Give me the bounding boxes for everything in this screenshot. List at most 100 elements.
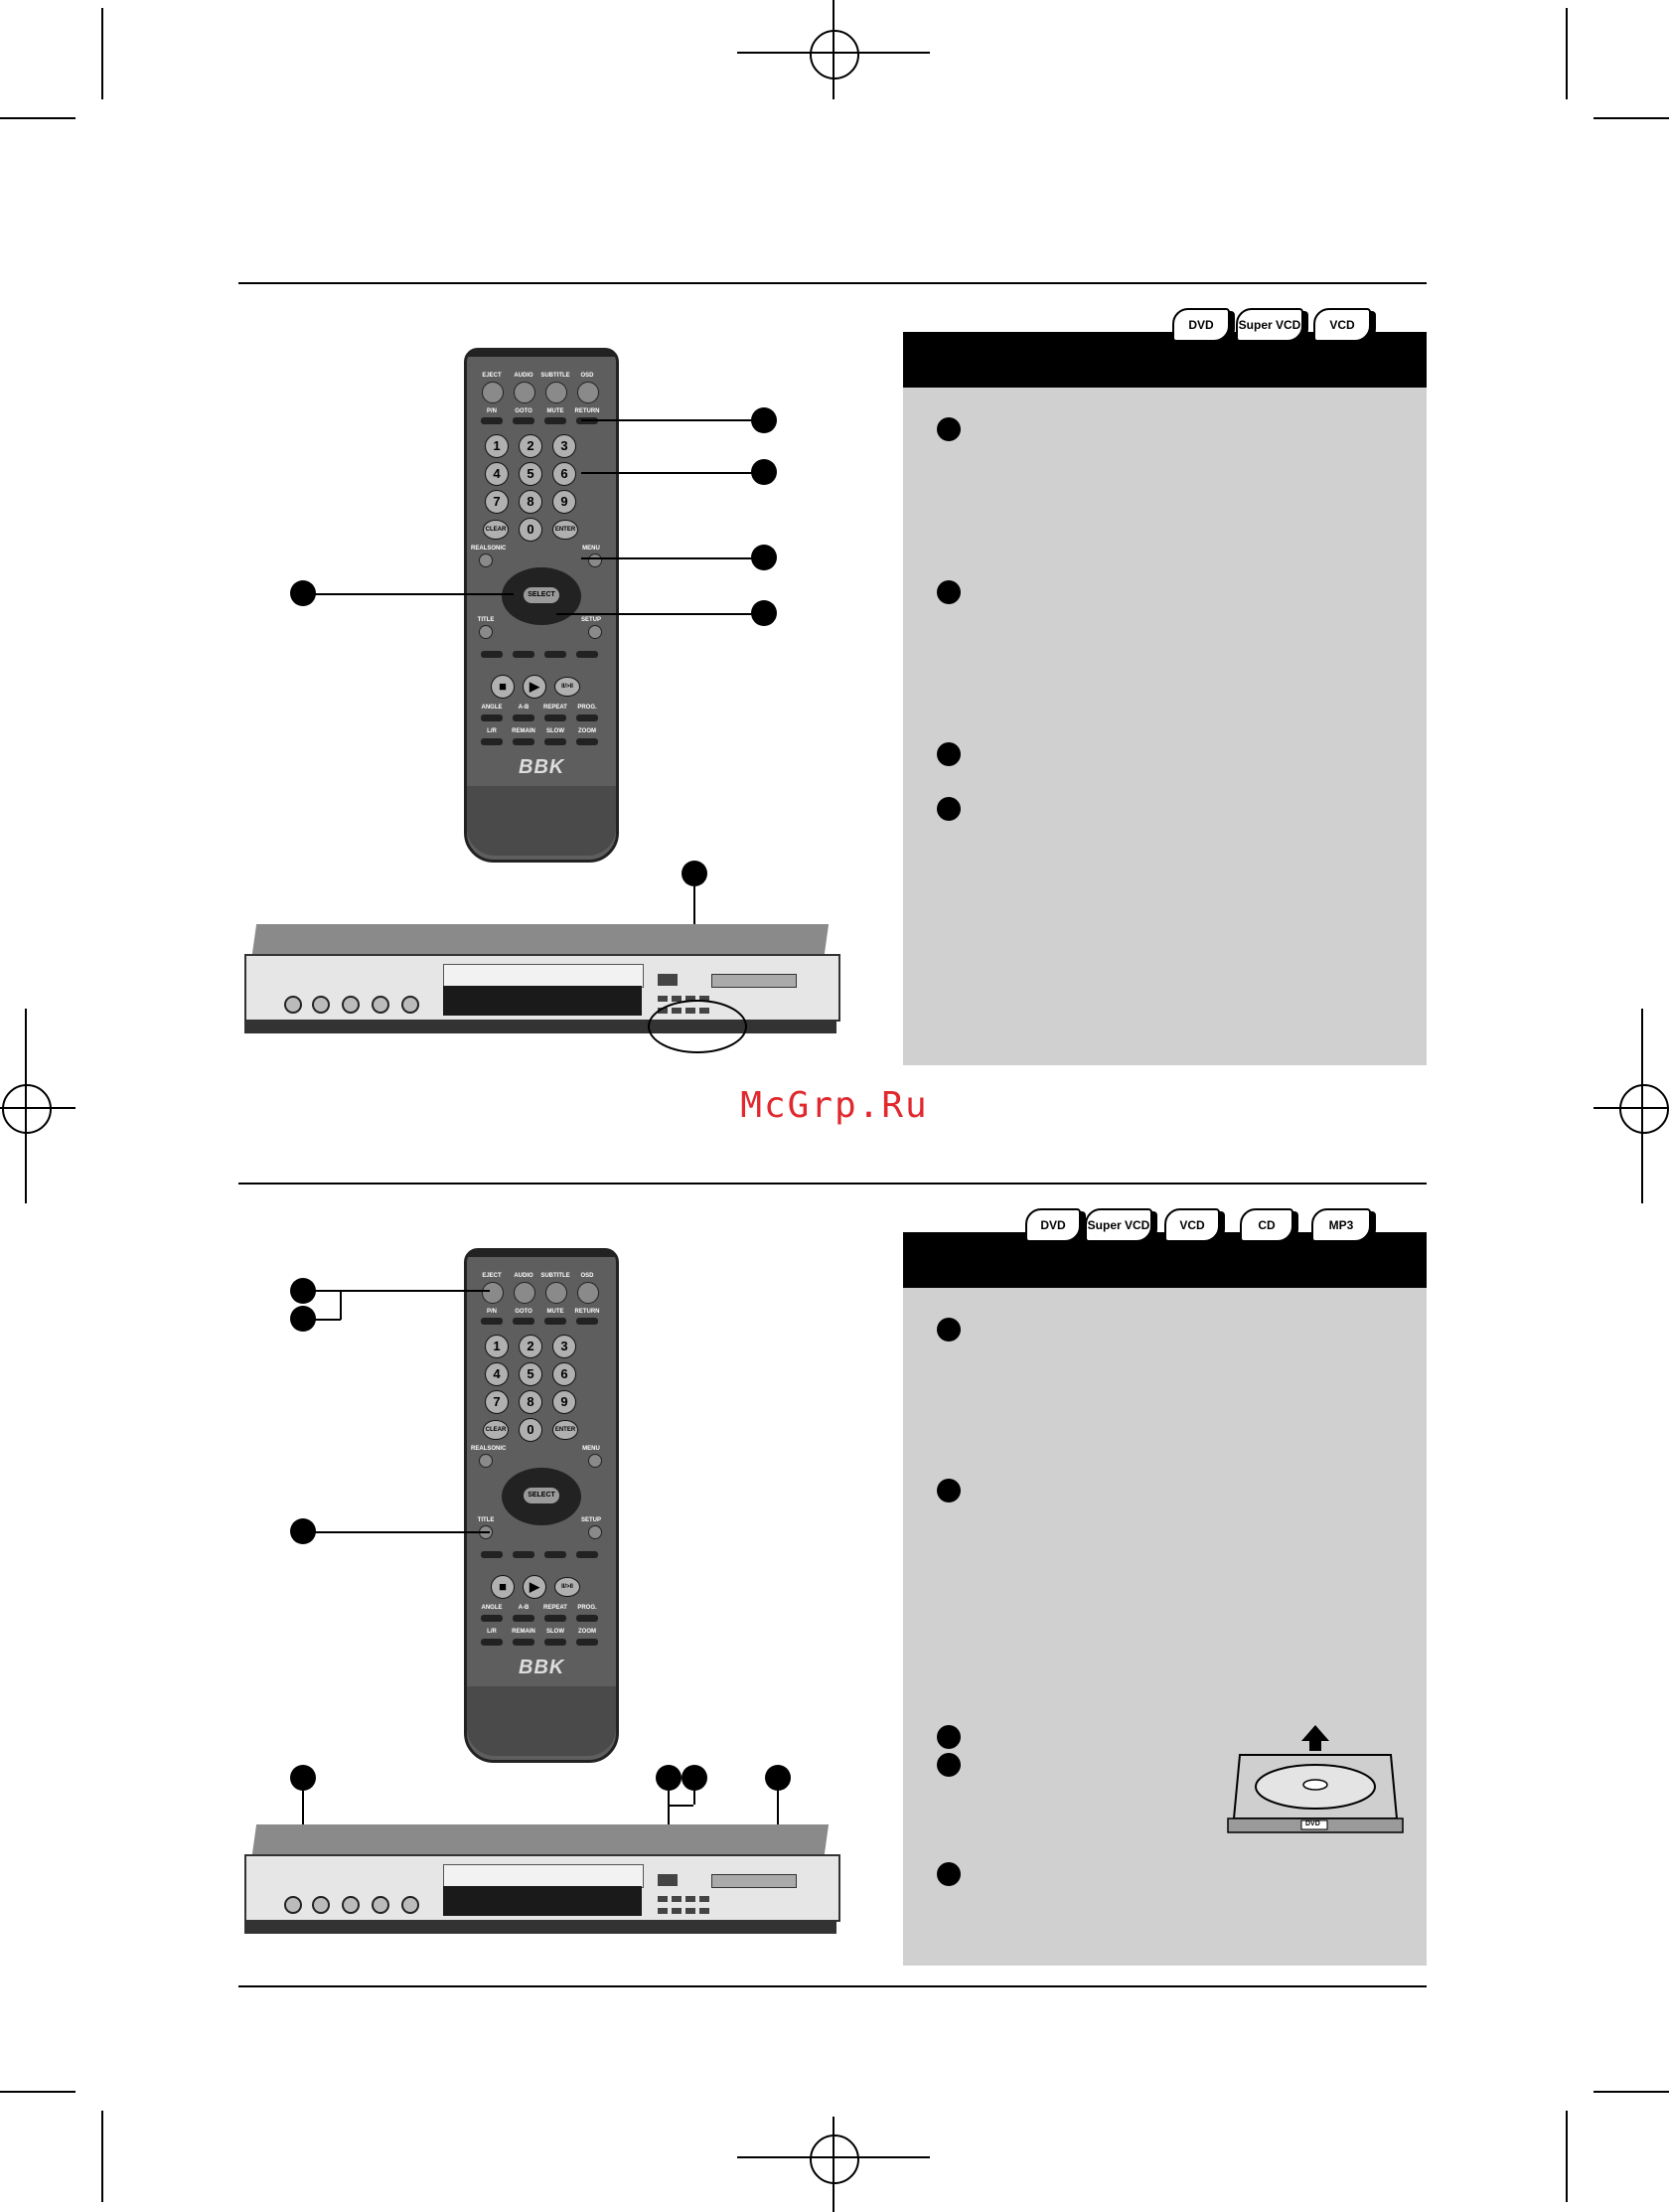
audio-button[interactable] [514,382,535,403]
realsonic-button[interactable] [479,553,493,567]
registration-mark [810,2134,859,2184]
format-badge: DVD [1025,1208,1081,1242]
num-9-button[interactable]: 9 [552,1390,576,1414]
num-9-button[interactable]: 9 [552,490,576,514]
enter-button[interactable]: ENTER [552,520,578,540]
forward-button[interactable] [576,1551,598,1558]
rewind-button[interactable] [513,1551,534,1558]
prog-button[interactable] [576,714,598,721]
realsonic-button[interactable] [479,1454,493,1468]
leader-line [315,1290,490,1292]
num-3-button[interactable]: 3 [552,434,576,458]
disc-tray-illustration: DVD [1226,1725,1405,1834]
stop-button[interactable]: ■ [491,1575,515,1599]
prog-button[interactable] [576,1615,598,1622]
pn-button[interactable] [481,1318,503,1325]
setup-button[interactable] [588,1525,602,1539]
next-button[interactable] [544,651,566,658]
num-4-button[interactable]: 4 [485,1362,509,1386]
angle-button[interactable] [481,714,503,721]
forward-button[interactable] [576,651,598,658]
num-8-button[interactable]: 8 [519,1390,542,1414]
osd-button[interactable] [577,382,599,403]
remain-button[interactable] [513,738,534,745]
prev-button[interactable] [481,651,503,658]
registration-mark [2,1084,52,1134]
num-0-button[interactable]: 0 [519,1418,542,1442]
num-7-button[interactable]: 7 [485,490,509,514]
format-badge: DVD [1172,308,1230,342]
navigation-pad[interactable]: SELECT [502,1468,581,1525]
ab-button[interactable] [513,1615,534,1622]
instruction-panel [903,332,1427,1065]
repeat-button[interactable] [544,714,566,721]
clear-button[interactable]: CLEAR [483,1420,509,1440]
num-8-button[interactable]: 8 [519,490,542,514]
num-2-button[interactable]: 2 [519,1335,542,1358]
pause-button[interactable]: II/>II [554,1577,580,1597]
subtitle-button[interactable] [545,1282,567,1304]
num-2-button[interactable]: 2 [519,434,542,458]
crop-mark [0,2091,76,2093]
crop-mark [1566,2111,1568,2202]
disc-label: DVD [1305,1820,1320,1827]
return-button[interactable] [576,1318,598,1325]
clear-button[interactable]: CLEAR [483,520,509,540]
navigation-pad[interactable]: SELECT [502,567,581,625]
pn-label: P/N [486,408,497,414]
pause-button[interactable]: II/>II [554,677,580,697]
select-button[interactable]: SELECT [524,1488,559,1503]
mute-button[interactable] [544,1318,566,1325]
realsonic-label: REALSONIC [471,546,507,552]
next-button[interactable] [544,1551,566,1558]
remain-button[interactable] [513,1639,534,1646]
ab-button[interactable] [513,714,534,721]
lr-button[interactable] [481,1639,503,1646]
osd-label: OSD [580,1273,594,1279]
play-button[interactable]: ▶ [523,675,546,699]
num-5-button[interactable]: 5 [519,1362,542,1386]
subtitle-button[interactable] [545,382,567,403]
instruction-panel [903,1232,1427,1966]
num-6-button[interactable]: 6 [552,1362,576,1386]
num-4-button[interactable]: 4 [485,462,509,486]
goto-button[interactable] [513,1318,534,1325]
repeat-button[interactable] [544,1615,566,1622]
num-3-button[interactable]: 3 [552,1335,576,1358]
leader-line [693,1791,695,1805]
num-7-button[interactable]: 7 [485,1390,509,1414]
osd-button[interactable] [577,1282,599,1304]
num-6-button[interactable]: 6 [552,462,576,486]
num-1-button[interactable]: 1 [485,1335,509,1358]
zoom-button[interactable] [576,1639,598,1646]
stop-button[interactable]: ■ [491,675,515,699]
mute-button[interactable] [544,417,566,424]
num-1-button[interactable]: 1 [485,434,509,458]
step-marker [937,1479,961,1502]
menu-button[interactable] [588,553,602,567]
enter-button[interactable]: ENTER [552,1420,578,1440]
rewind-button[interactable] [513,651,534,658]
angle-button[interactable] [481,1615,503,1622]
zoom-button[interactable] [576,738,598,745]
slow-button[interactable] [544,1639,566,1646]
audio-button[interactable] [514,1282,535,1304]
pn-button[interactable] [481,417,503,424]
select-button[interactable]: SELECT [524,587,559,603]
slow-button[interactable] [544,738,566,745]
remote-bottom [467,786,616,856]
play-button[interactable]: ▶ [523,1575,546,1599]
goto-button[interactable] [513,417,534,424]
num-0-button[interactable]: 0 [519,518,542,542]
eject-button[interactable] [482,1282,504,1304]
title-button[interactable] [479,625,493,639]
step-marker [937,797,961,821]
prev-button[interactable] [481,1551,503,1558]
num-5-button[interactable]: 5 [519,462,542,486]
remote-bottom [467,1686,616,1756]
setup-button[interactable] [588,625,602,639]
eject-button[interactable] [482,382,504,403]
lr-button[interactable] [481,738,503,745]
menu-button[interactable] [588,1454,602,1468]
audio-label: AUDIO [514,373,533,379]
